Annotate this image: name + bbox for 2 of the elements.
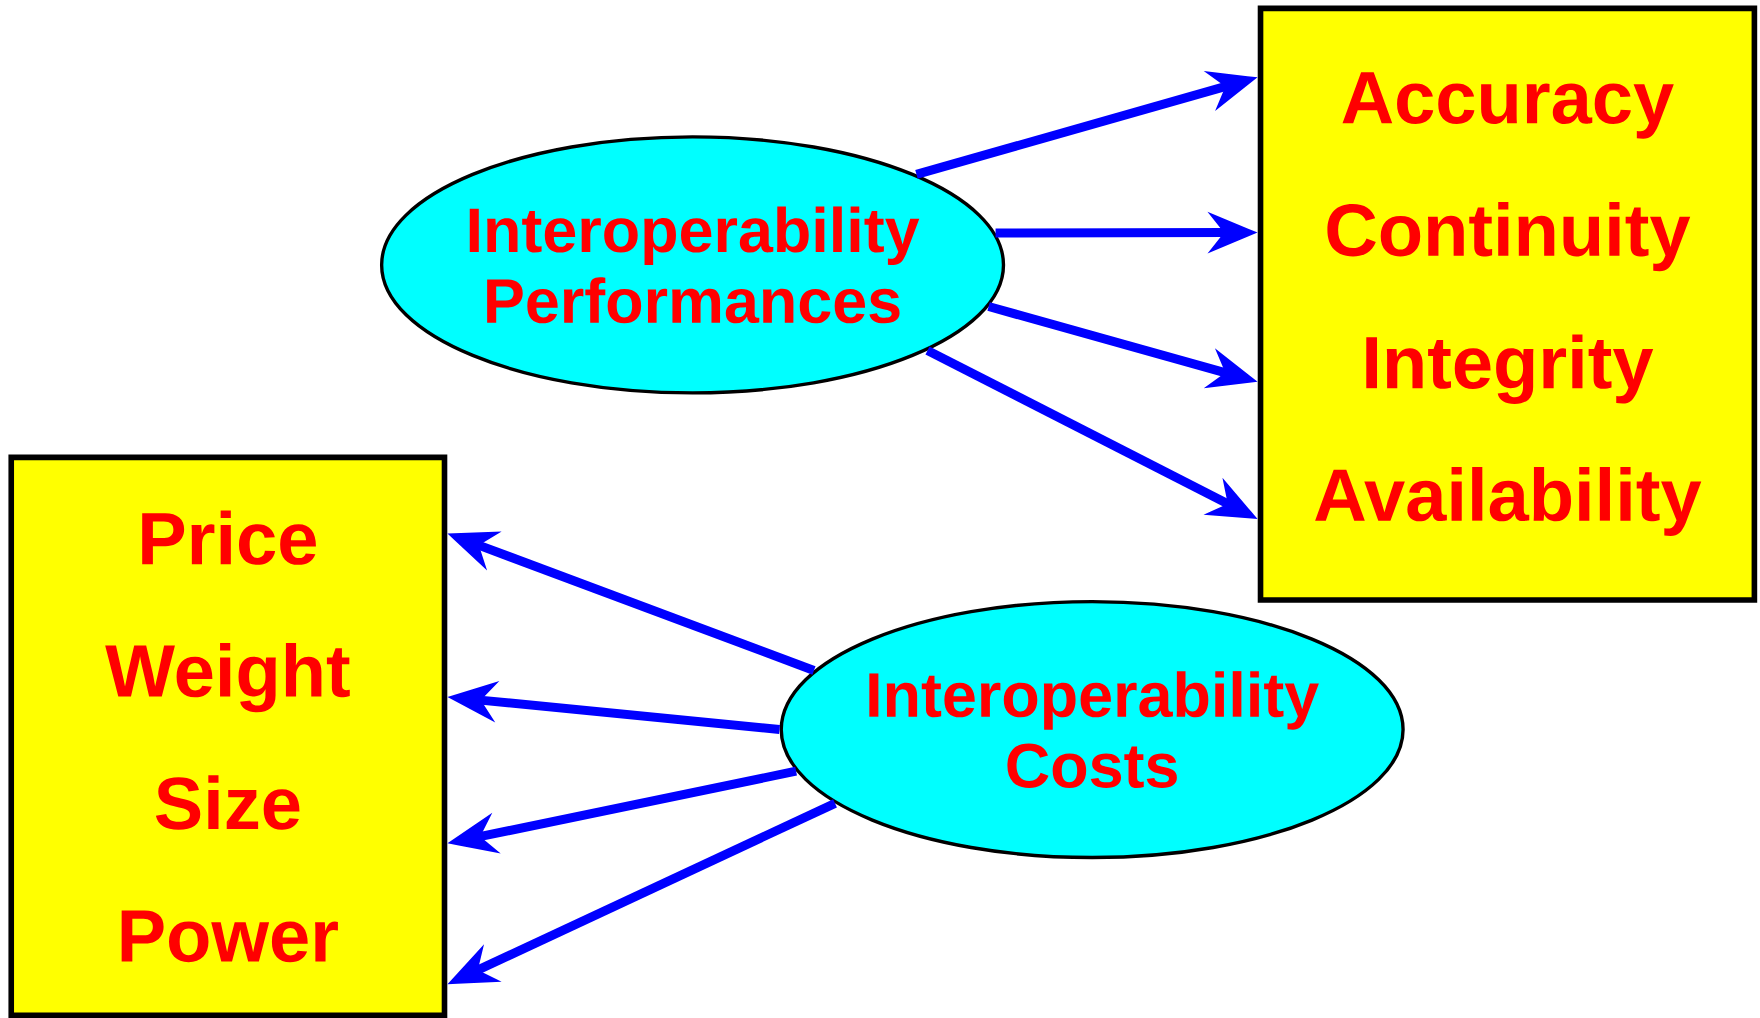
box: Price Weight Size Power — [8, 454, 448, 1018]
box: Accuracy Continuity Integrity Availability — [1257, 5, 1758, 603]
